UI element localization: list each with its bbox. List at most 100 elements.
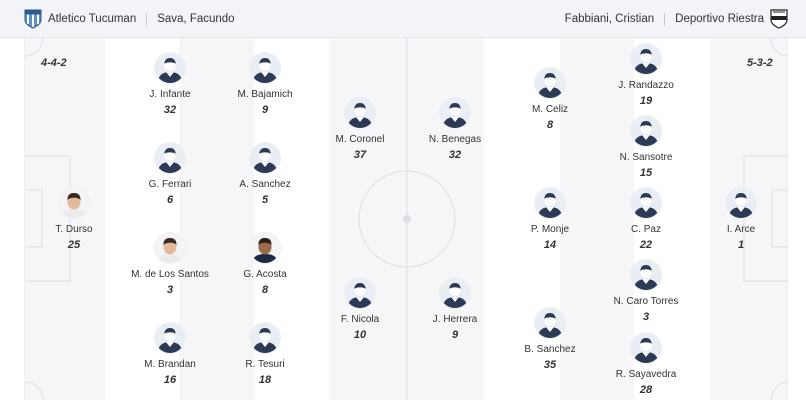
player-avatar [631,44,661,74]
away-coach-name[interactable]: Fabbiani, Cristian [564,13,655,25]
away-team-info: Fabbiani, Cristian Deportivo Riestra [565,8,788,30]
player-silhouette-icon [440,278,470,308]
player-c-paz[interactable]: C. Paz 22 [591,188,701,251]
player-name: J. Randazzo [618,80,674,91]
player-name: F. Nicola [340,314,380,325]
player-m-coronel[interactable]: M. Coronel 37 [305,98,415,161]
player-number: 9 [451,329,459,341]
player-name: I. Arce [726,224,756,235]
player-avatar [250,53,280,83]
player-silhouette-icon [345,98,375,128]
player-i-arce[interactable]: I. Arce 1 [686,188,787,251]
player-g-ferrari[interactable]: G. Ferrari 6 [115,143,225,206]
away-team-name[interactable]: Deportivo Riestra [675,13,764,25]
player-silhouette-icon [631,44,661,74]
player-a-sanchez[interactable]: A. Sanchez 5 [210,143,320,206]
player-avatar [631,333,661,363]
home-team-name[interactable]: Atletico Tucuman [48,13,137,25]
player-number: 28 [639,384,653,396]
player-silhouette-icon [250,53,280,83]
player-silhouette-icon [631,188,661,218]
player-number: 1 [737,239,745,251]
player-name: M. Celiz [531,104,569,115]
player-name: G. Ferrari [148,179,192,190]
player-avatar [535,68,565,98]
player-name: J. Infante [149,89,191,100]
player-avatar [631,260,661,290]
player-silhouette-icon [155,323,185,353]
player-silhouette-icon [631,333,661,363]
player-photo-icon [155,233,185,263]
player-n-caro-torres[interactable]: N. Caro Torres 3 [591,260,701,323]
player-n-sansotre[interactable]: N. Sansotre 15 [591,116,701,179]
player-avatar [535,188,565,218]
player-name: R. Tesuri [245,359,285,370]
player-name: M. Bajamich [237,89,293,100]
player-number: 15 [639,167,653,179]
player-silhouette-icon [535,308,565,338]
player-name: P. Monje [530,224,570,235]
player-avatar [440,278,470,308]
player-name: M. Brandan [144,359,196,370]
player-number: 37 [353,149,367,161]
player-name: B. Sanchez [524,344,576,355]
player-f-nicola[interactable]: F. Nicola 10 [305,278,415,341]
player-name: N. Sansotre [619,152,673,163]
player-number: 3 [642,311,650,323]
player-avatar [535,308,565,338]
player-name: M. de Los Santos [131,269,209,280]
player-number: 32 [448,149,462,161]
player-silhouette-icon [535,188,565,218]
home-coach-name[interactable]: Sava, Facundo [157,13,235,25]
header-divider [664,12,666,26]
player-number: 3 [166,284,174,296]
player-avatar [250,323,280,353]
player-avatar [726,188,756,218]
deportivo-riestra-crest-icon [770,9,788,29]
home-team-info: Atletico Tucuman Sava, Facundo [24,8,235,30]
player-name: A. Sanchez [239,179,291,190]
player-avatar [155,323,185,353]
player-number: 32 [163,104,177,116]
player-name: M. Coronel [335,134,385,145]
player-number: 16 [163,374,177,386]
pitch-stripe [484,38,560,400]
player-silhouette-icon [155,53,185,83]
player-number: 5 [261,194,269,206]
player-number: 10 [353,329,367,341]
player-photo-icon [250,233,280,263]
player-avatar [155,143,185,173]
player-avatar [345,98,375,128]
player-n-benegas[interactable]: N. Benegas 32 [400,98,510,161]
player-silhouette-icon [345,278,375,308]
player-silhouette-icon [631,116,661,146]
player-number: 6 [166,194,174,206]
player-name: N. Benegas [428,134,482,145]
player-j-infante[interactable]: J. Infante 32 [115,53,225,116]
player-m-de-los-santos[interactable]: M. de Los Santos 3 [115,233,225,296]
lineup-header: Atletico Tucuman Sava, Facundo Fabbiani,… [0,0,806,38]
player-p-monje[interactable]: P. Monje 14 [495,188,605,251]
player-name: C. Paz [630,224,661,235]
player-silhouette-icon [440,98,470,128]
player-number: 14 [543,239,557,251]
player-avatar [155,233,185,263]
player-m-brandan[interactable]: M. Brandan 16 [115,323,225,386]
player-photo-icon [59,188,89,218]
atletico-tucuman-crest-icon [24,9,42,29]
player-avatar [59,188,89,218]
player-name: N. Caro Torres [613,296,679,307]
player-number: 22 [639,239,653,251]
player-silhouette-icon [155,143,185,173]
player-silhouette-icon [250,143,280,173]
